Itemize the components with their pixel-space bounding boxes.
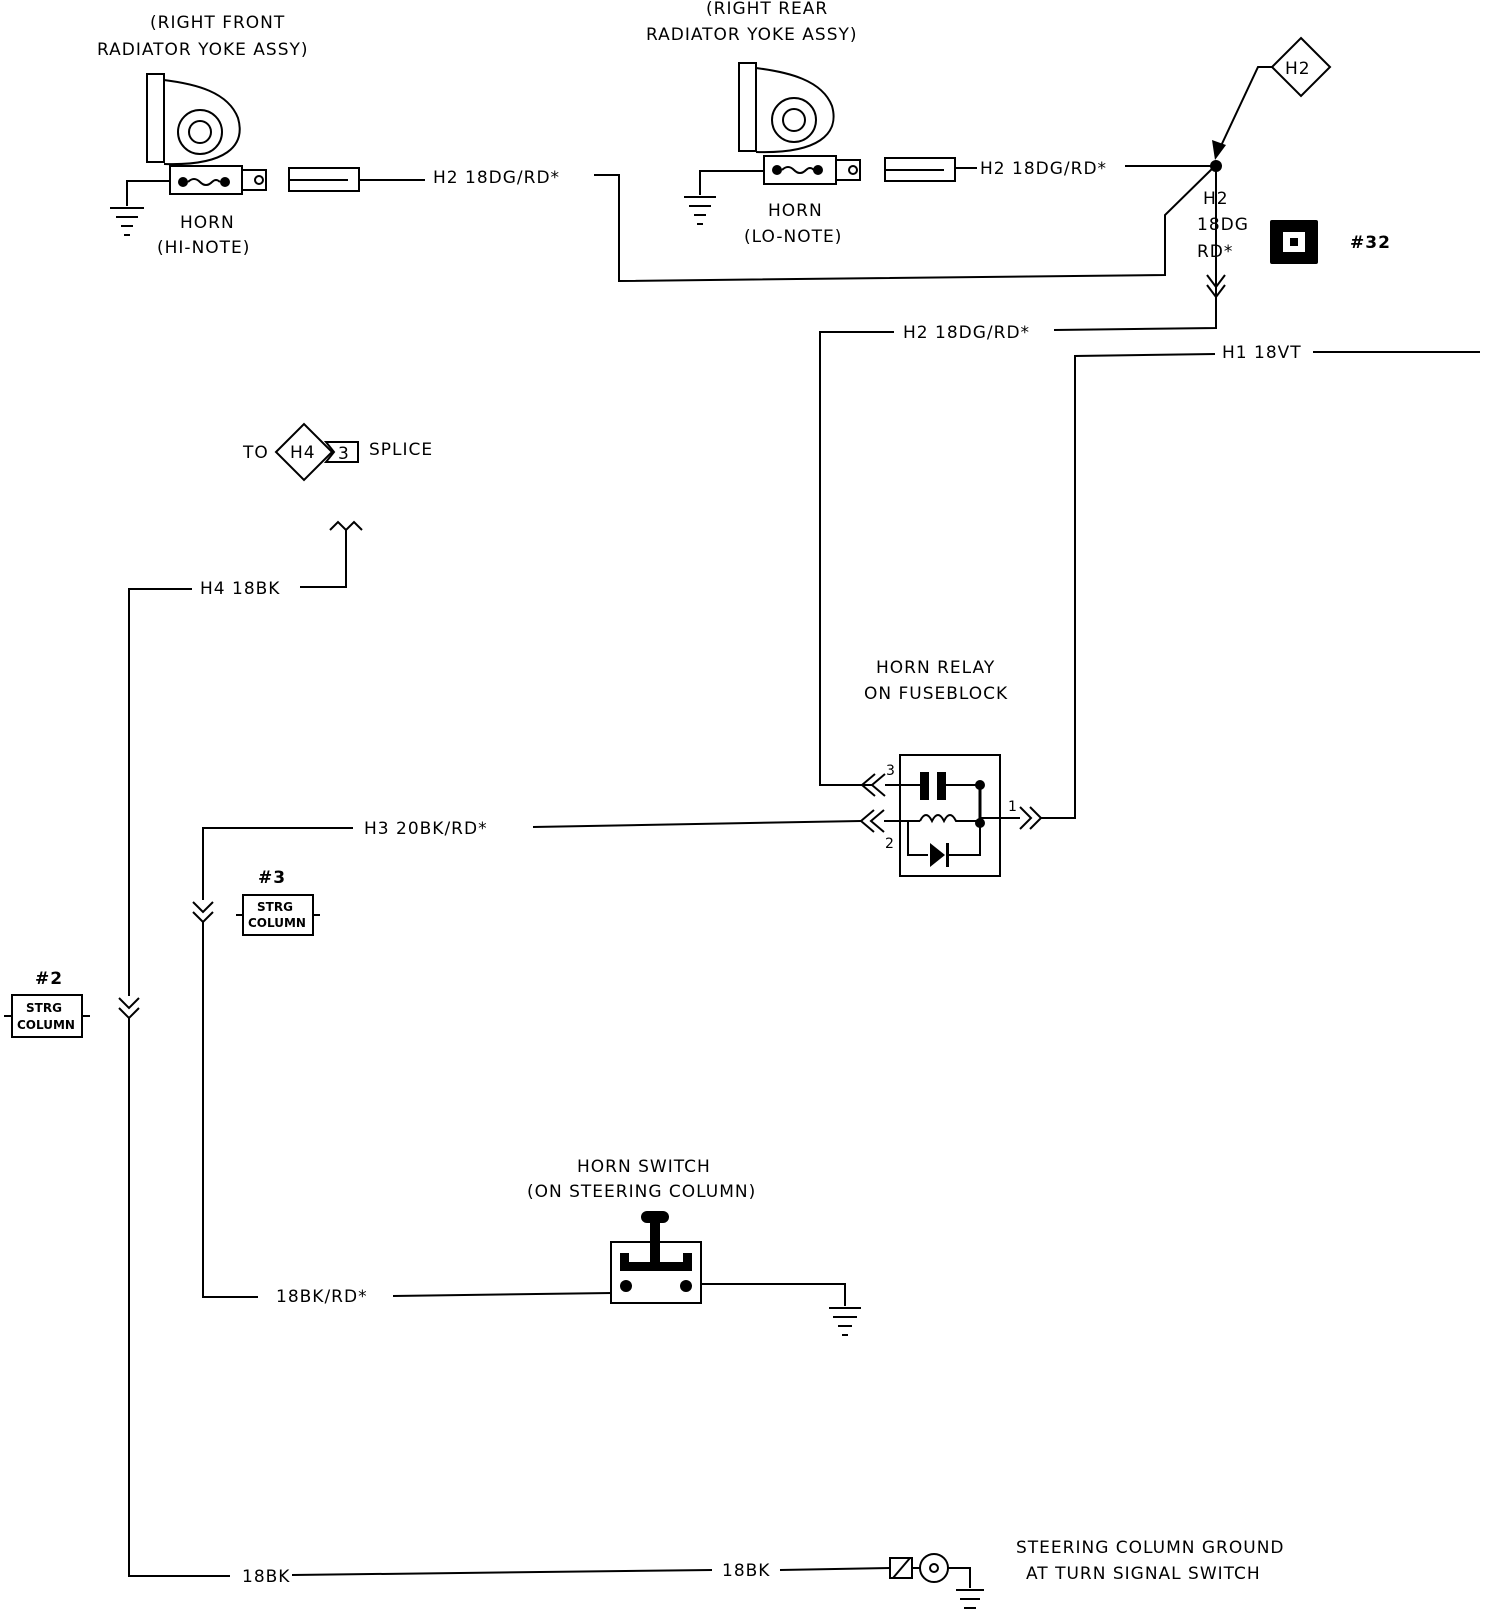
horn-switch: HORN SWITCH (ON STEERING COLUMN): [527, 1157, 861, 1336]
splice-h2-diamond: [1270, 36, 1332, 98]
splice-ref-h4: TO H4 3 SPLICE: [242, 422, 433, 588]
horn-switch-ground-symbol: [829, 1307, 861, 1336]
horn-lo-icon: [738, 62, 861, 185]
relay-pin-1: 1: [1008, 799, 1017, 815]
horn-relay: HORN RELAY ON FUSEBLOCK 3 2 1: [859, 658, 1043, 877]
wire-h1-label: H1 18VT: [1222, 343, 1302, 363]
connector-2-line2: COLUMN: [17, 1018, 75, 1032]
wire-h1-line: [1040, 353, 1216, 819]
column-ground-terminal-icon: [889, 1553, 984, 1609]
connector-32-icon: [1270, 220, 1318, 264]
wire-h3-line: [532, 820, 862, 828]
splice-ref-id: H4: [290, 443, 316, 463]
wire-h2-to-relay: [1053, 305, 1217, 331]
wire-h2-relay-label: H2 18DG/RD*: [903, 323, 1030, 343]
relay-pin1-chevrons: [1019, 806, 1043, 830]
relay-body: [899, 754, 1001, 877]
splice-ref-diamond: [274, 422, 334, 482]
horn-switch-icon: [610, 1211, 702, 1304]
horn-hi-icon: [146, 73, 267, 195]
relay-pin-3: 3: [886, 763, 895, 779]
relay-pin3-chevrons: [860, 773, 886, 797]
horn-hi-note: (RIGHT FRONT RADIATOR YOKE ASSY) HORN (H…: [97, 13, 1217, 283]
column-ground-line1: STEERING COLUMN GROUND: [1016, 1538, 1285, 1558]
horn-lo-note: (RIGHT REAR RADIATOR YOKE ASSY) HORN (LO…: [646, 0, 1216, 247]
splice-ref-prefix: TO: [242, 443, 269, 463]
splice-h2-wire-line2: 18DG: [1197, 215, 1249, 235]
splice-h2-wire-line1: H2: [1203, 189, 1229, 209]
connector-2-chevrons: [118, 997, 140, 1020]
horn-lo-label: HORN: [768, 201, 823, 221]
wire-h4-label: H4 18BK: [200, 579, 280, 599]
horn-hi-location-line1: (RIGHT FRONT: [150, 13, 285, 33]
horn-hi-return-wire: [594, 164, 1217, 283]
splice-h2-wire-line3: RD*: [1197, 242, 1233, 262]
connector-3-line2: COLUMN: [248, 916, 306, 930]
wire-gnd-right-label: 18BK: [722, 1561, 770, 1581]
connector-3-chevrons: [192, 901, 214, 924]
horn-hi-note: (HI-NOTE): [157, 238, 250, 258]
relay-title-line2: ON FUSEBLOCK: [864, 684, 1008, 704]
relay-pin2-chevrons: [859, 809, 885, 833]
wire-gnd-left-label: 18BK: [242, 1567, 290, 1587]
connector-3-ref: #3 STRG COLUMN: [236, 868, 320, 936]
splice-h2: H2 H2 18DG RD* #32: [1197, 36, 1391, 305]
horn-lo-note: (LO-NOTE): [744, 227, 842, 247]
splice-ref-suffix: SPLICE: [369, 440, 433, 460]
h4-ground-circuit: H4 18BK 18BK 18BK STEERING COLUMN GROUND…: [118, 579, 1285, 1609]
horn-hi-location-line2: RADIATOR YOKE ASSY): [97, 40, 309, 60]
connector-2-line1: STRG: [26, 1001, 62, 1015]
h3-circuit: H3 20BK/RD* 18BK/RD*: [192, 819, 862, 1307]
horn-hi-label: HORN: [180, 213, 235, 233]
connector-3-line1: STRG: [257, 900, 293, 914]
wire-switch-label: 18BK/RD*: [276, 1287, 368, 1307]
relay-pin-2: 2: [885, 836, 894, 852]
horn-lo-location-line1: (RIGHT REAR: [706, 0, 828, 19]
horn-switch-title-line1: HORN SWITCH: [577, 1157, 711, 1177]
splice-ref-pin: 3: [338, 444, 350, 464]
horn-switch-title-line2: (ON STEERING COLUMN): [527, 1182, 756, 1202]
relay-title-line1: HORN RELAY: [876, 658, 995, 678]
splice-h2-id: H2: [1285, 59, 1311, 79]
splice-h2-connector-chevrons: [1206, 274, 1226, 299]
column-ground-line2: AT TURN SIGNAL SWITCH: [1026, 1564, 1261, 1584]
connector-2-number: #2: [35, 969, 63, 989]
horn-hi-wire-label: H2 18DG/RD*: [433, 168, 560, 188]
horn-lo-wire-label: H2 18DG/RD*: [980, 159, 1107, 179]
connector-32-ref: #32: [1350, 233, 1391, 253]
horn-hi-ground-symbol: [110, 180, 170, 236]
horn-lo-location-line2: RADIATOR YOKE ASSY): [646, 25, 858, 45]
splice-ref-pin-box: [323, 441, 359, 463]
connector-2-ref: #2 STRG COLUMN: [4, 969, 90, 1038]
wire-h3-label: H3 20BK/RD*: [364, 819, 488, 839]
connector-3-number: #3: [258, 868, 286, 888]
relay-feed-wires: H2 18DG/RD* H1 18VT: [819, 305, 1480, 819]
horn-lo-ground-symbol: [684, 170, 764, 225]
